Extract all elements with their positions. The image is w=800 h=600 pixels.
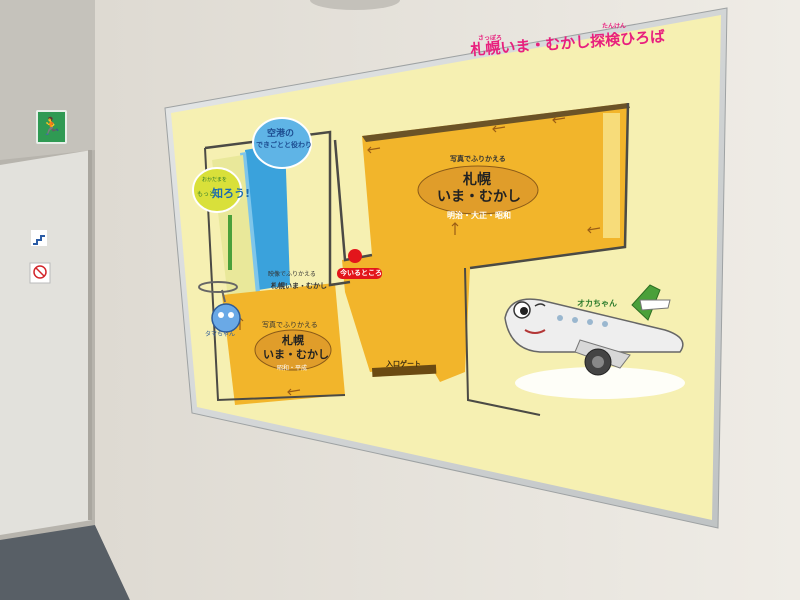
zone-main-orange	[342, 103, 628, 382]
oka-chan-airplane-icon	[504, 284, 685, 399]
zone-main-title-oval	[417, 165, 539, 215]
bubble-blue-line2: できごとと役わり	[256, 141, 312, 149]
green-bar	[228, 215, 232, 270]
zone-main-caption: 写真でふりかえる	[450, 155, 506, 163]
bubble-green-line3: 知ろう!	[212, 187, 251, 200]
entrance-label: 入口ゲート	[386, 360, 421, 368]
sign-title-ruby-tanken: たんけん	[602, 23, 627, 30]
red-location-marker-icon	[348, 249, 362, 263]
zone-main-title-line1: 札幌	[463, 172, 491, 188]
direction-arrow-icon	[236, 116, 601, 396]
zone-small-title: 札幌いま・むかし	[271, 282, 327, 290]
door-frame	[88, 150, 92, 520]
character-right-label: オカちゃん	[577, 299, 617, 308]
bubble-green	[192, 167, 242, 213]
no-smoking-icon	[29, 262, 51, 284]
map-wall-lines-2	[333, 139, 373, 262]
current-location-pill	[337, 268, 382, 279]
zone-main-panel	[603, 113, 620, 238]
floor	[0, 525, 130, 600]
map-wall-lines-5	[204, 147, 346, 402]
ceiling-left	[0, 0, 95, 160]
stairs-icon	[31, 230, 47, 246]
bubble-blue	[252, 117, 312, 169]
current-location-label: 今いるところ	[340, 269, 382, 277]
bubble-green-line1: おかだまを	[202, 177, 227, 183]
zone-small-caption: 映像でふりかえる	[268, 271, 316, 278]
exit-sign-icon: 🏃	[36, 110, 67, 144]
ceiling-light	[310, 0, 400, 10]
sign-title-ruby-sapporo: さっぽろ	[478, 35, 503, 42]
map-wall-lines-4	[464, 267, 541, 416]
zone-blue-corridor	[245, 143, 290, 290]
map-wall-lines-3	[469, 102, 630, 270]
tama-chan-character-icon	[198, 281, 241, 333]
bubble-blue-line1: 空港の	[267, 129, 295, 139]
zone-main-wall-top	[362, 103, 630, 142]
zone-left-title-line2: いま・むかし	[263, 348, 329, 361]
zone-main-title-line2: いま・むかし	[437, 189, 521, 205]
zone-main-era: 明治・大正・昭和	[447, 211, 511, 220]
zone-left-caption: 写真でふりかえる	[262, 321, 318, 329]
white-door	[0, 150, 92, 535]
entrance-gate-bar	[372, 364, 437, 377]
zone-left-title-line1: 札幌	[282, 334, 304, 347]
zone-left-era: 昭和・平成	[277, 365, 308, 372]
bubble-green-line2: もっと	[197, 191, 216, 198]
character-left-label: タマちゃん	[205, 331, 236, 338]
zone-left-title-oval	[254, 329, 332, 371]
